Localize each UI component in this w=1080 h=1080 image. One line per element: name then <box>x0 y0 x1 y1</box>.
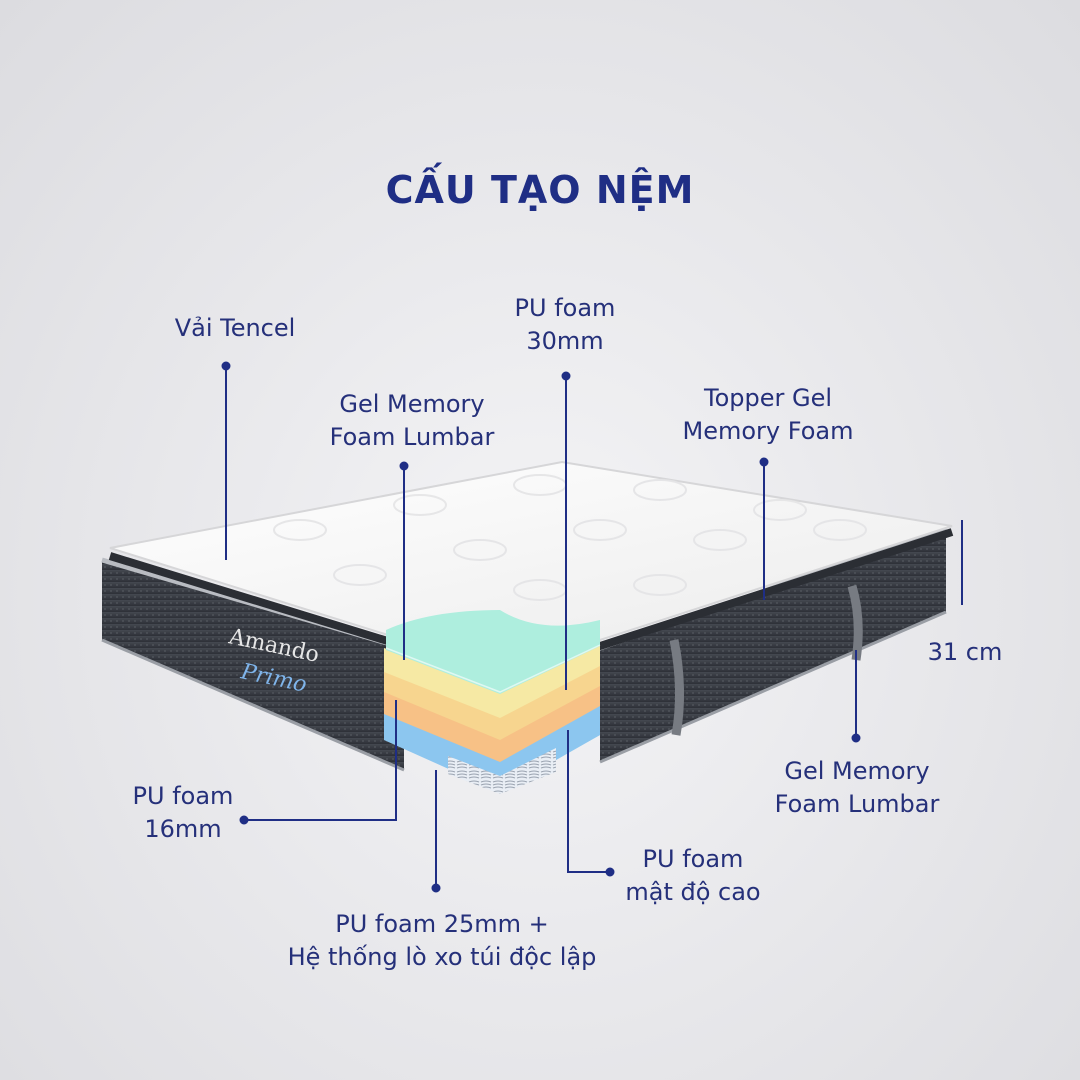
label-pu-foam-25: PU foam 25mm + Hệ thống lò xo túi độc lậ… <box>287 910 597 971</box>
layer-pu16 <box>384 664 600 740</box>
mattress-left-side <box>102 562 404 770</box>
page-title: CẤU TẠO NỆM <box>385 168 695 212</box>
label-pu-foam-high: PU foam mật độ cao <box>625 845 761 906</box>
label-pu-foam-30: PU foam 30mm <box>514 294 616 355</box>
label-gel-lumbar-right: Gel Memory Foam Lumbar <box>774 757 940 818</box>
label-topper-gel: Topper Gel Memory Foam <box>682 384 854 445</box>
layer-pu30 <box>384 644 600 718</box>
layer-cutaway <box>384 610 601 794</box>
label-height: 31 cm <box>927 638 1003 666</box>
layer-gel <box>386 610 600 694</box>
layer-high-density <box>384 684 600 762</box>
mattress-top <box>109 460 953 641</box>
label-vai-tencel: Vải Tencel <box>174 314 296 342</box>
spring-system <box>448 748 556 794</box>
mattress-right-side <box>600 530 946 762</box>
label-pu-foam-16: PU foam 16mm <box>132 782 234 843</box>
label-gel-lumbar-top: Gel Memory Foam Lumbar <box>329 390 495 451</box>
